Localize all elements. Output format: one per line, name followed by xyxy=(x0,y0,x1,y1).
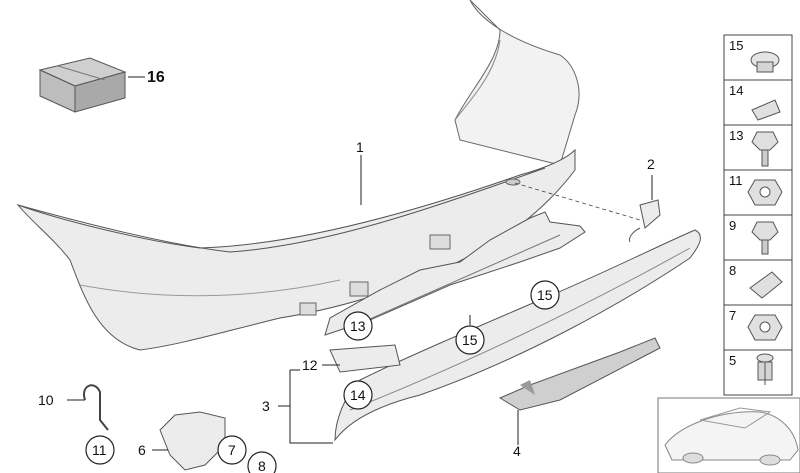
panel-part-9 xyxy=(751,221,779,241)
panel-label-5: 5 xyxy=(729,353,736,368)
callout-2: 2 xyxy=(647,156,655,172)
callout-12: 12 xyxy=(302,357,318,373)
callout-1: 1 xyxy=(356,139,364,155)
panel-label-11: 11 xyxy=(729,173,743,188)
circled-13: 13 xyxy=(350,318,366,334)
dashed-link-2 xyxy=(514,182,641,221)
circle-8 xyxy=(247,451,277,473)
panel-label-7: 7 xyxy=(729,308,736,323)
part-6-bracket xyxy=(159,411,226,471)
callout-3: 3 xyxy=(262,398,270,414)
part-4-strip xyxy=(498,337,661,411)
panel-part-13 xyxy=(751,131,779,151)
part-10-hook xyxy=(83,384,109,431)
panel-label-14: 14 xyxy=(729,83,743,98)
circle-14 xyxy=(343,380,373,410)
panel-part-8 xyxy=(749,271,783,299)
panel-label-9: 9 xyxy=(729,218,736,233)
circle-13 xyxy=(343,311,373,341)
circle-15b xyxy=(455,325,485,355)
car-body-outline xyxy=(454,0,580,166)
circle-15a xyxy=(530,280,560,310)
panel-label-8: 8 xyxy=(729,263,736,278)
panel-label-13: 13 xyxy=(729,128,743,143)
circled-7: 7 xyxy=(228,442,236,458)
circle-11 xyxy=(85,435,115,465)
callout-6: 6 xyxy=(138,442,146,458)
callout-16: 16 xyxy=(147,69,165,86)
circled-8: 8 xyxy=(258,458,266,473)
part-3-diffuser xyxy=(334,229,701,442)
side-parts-panel: 15 14 13 11 9 8 7 5 xyxy=(723,34,793,396)
panel-label-15: 15 xyxy=(729,38,743,53)
circled-15a: 15 xyxy=(537,287,553,303)
circled-15b: 15 xyxy=(462,332,478,348)
circled-14: 14 xyxy=(350,387,366,403)
bracket-3 xyxy=(289,370,333,444)
panel-part-14 xyxy=(751,99,781,121)
mounting-rail xyxy=(324,211,586,336)
callout-4: 4 xyxy=(513,443,521,459)
panel-part-5 xyxy=(756,353,774,363)
part-1-bumper-cover xyxy=(16,148,576,351)
callout-10: 10 xyxy=(38,392,54,408)
part-16-box xyxy=(38,57,127,113)
circle-7 xyxy=(217,435,247,465)
circled-11: 11 xyxy=(92,442,107,458)
car-thumbnail xyxy=(657,397,800,473)
part-2-cap xyxy=(629,199,661,243)
